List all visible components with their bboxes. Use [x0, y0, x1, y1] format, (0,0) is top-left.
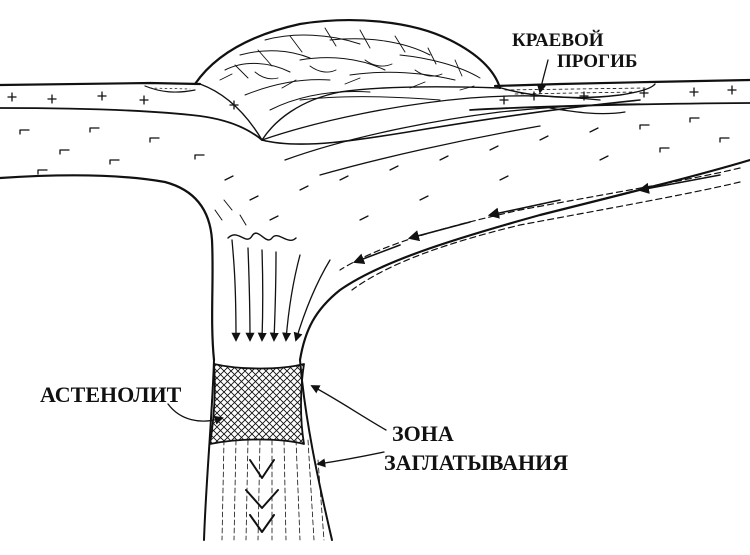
lower-crust-layer: [0, 100, 750, 360]
asthenolith-block: [210, 364, 304, 444]
granite-plus-signs: [8, 86, 736, 109]
edge-trough-label-line1: КРАЕВОЙ: [512, 31, 604, 50]
edge-trough-label-line2: ПРОГИБ: [557, 52, 637, 71]
zone-label-line1: ЗОНА: [392, 423, 454, 445]
mountain-range: [195, 20, 500, 140]
subducting-slab: [340, 168, 740, 290]
asthenolith-label: АСТЕНОЛИТ: [40, 384, 181, 406]
basalt-dash-marks: [20, 118, 729, 220]
thrust-faults: [262, 96, 640, 175]
zone-label-line2: ЗАГЛАТЫВАНИЯ: [384, 452, 568, 474]
